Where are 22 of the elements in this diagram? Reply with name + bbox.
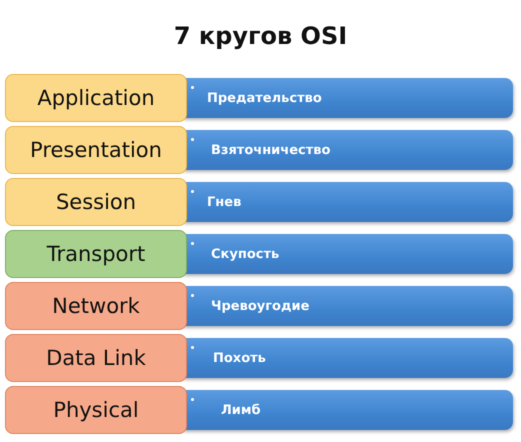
bar-text: Взяточничество xyxy=(211,142,330,158)
title: 7 кругов OSI xyxy=(174,22,348,50)
bar-text: Предательство xyxy=(207,90,322,106)
layer-box xyxy=(5,126,187,174)
layer-box xyxy=(5,178,187,226)
bar-text: Скупость xyxy=(211,246,280,262)
layer-name: Network xyxy=(52,294,140,318)
layer-box xyxy=(5,230,187,278)
layer-box xyxy=(5,74,187,122)
layer-box xyxy=(5,334,187,382)
layer-name: Transport xyxy=(46,242,146,266)
bar-text: Чревоугодие xyxy=(211,298,310,314)
bar-text: Похоть xyxy=(213,350,266,366)
layer-name: Presentation xyxy=(30,138,162,162)
layer-name: Session xyxy=(56,190,136,214)
bar-text: Гнев xyxy=(207,194,242,210)
layer-name: Physical xyxy=(53,398,139,422)
layer-box xyxy=(5,282,187,330)
layer-name: Data Link xyxy=(46,346,146,370)
bar-text: Лимб xyxy=(221,402,261,418)
layer-name: Application xyxy=(37,86,155,110)
layer-box xyxy=(5,386,187,434)
